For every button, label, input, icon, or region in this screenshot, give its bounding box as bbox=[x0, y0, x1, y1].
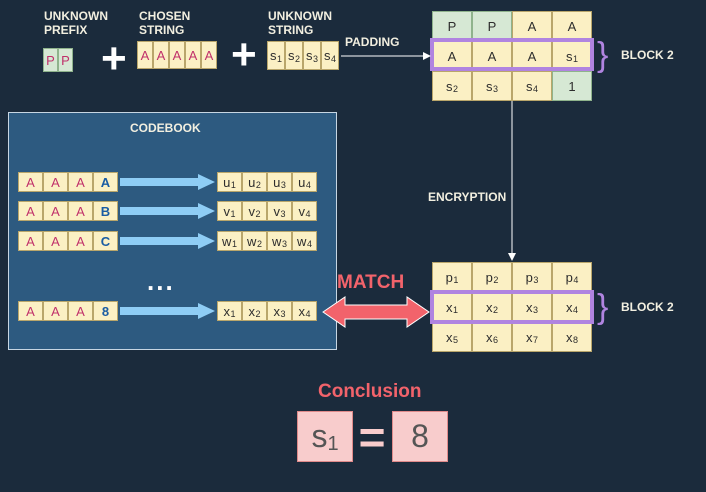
chosen-cell: A bbox=[201, 41, 217, 69]
codebook-arrow bbox=[120, 174, 215, 190]
codebook-input-cell: A bbox=[18, 301, 43, 321]
match-label: MATCH bbox=[337, 272, 405, 293]
chosen-string-header-line2: STRING bbox=[139, 23, 185, 37]
conclusion-right-value: 8 bbox=[411, 418, 429, 454]
plaintext-cell: A bbox=[432, 41, 472, 71]
conclusion-left-base: s bbox=[311, 418, 328, 454]
codebook-arrow bbox=[120, 233, 215, 249]
unknown-string-header: UNKNOWN STRING bbox=[268, 9, 332, 37]
block2-label-bottom: BLOCK 2 bbox=[621, 300, 674, 314]
conclusion-label: Conclusion bbox=[318, 381, 422, 402]
codebook-input-cell: A bbox=[18, 201, 43, 221]
codebook-arrow bbox=[120, 203, 215, 219]
codebook-input-cell: A bbox=[43, 172, 68, 192]
codebook-input-cell: A bbox=[18, 172, 43, 192]
codebook-input-cell: A bbox=[68, 201, 93, 221]
plaintext-cell: A bbox=[552, 11, 592, 41]
prefix-cell: P bbox=[43, 48, 58, 72]
codebook-input-cell: C bbox=[93, 231, 118, 251]
codebook-input-cell: B bbox=[93, 201, 118, 221]
codebook-input-cell: 8 bbox=[93, 301, 118, 321]
codebook-ellipsis: ... bbox=[147, 266, 175, 296]
block2-highlight-top bbox=[430, 38, 594, 71]
unknown-prefix-header-line1: UNKNOWN bbox=[44, 9, 108, 23]
codebook-input-cell: A bbox=[68, 231, 93, 251]
chosen-cell: A bbox=[169, 41, 185, 69]
codebook-input-cell: A bbox=[43, 201, 68, 221]
conclusion-right-box: 8 bbox=[392, 411, 448, 462]
codebook-title: CODEBOOK bbox=[130, 121, 201, 135]
chosen-string-header: CHOSEN STRING bbox=[139, 9, 190, 37]
chosen-cell: A bbox=[137, 41, 153, 69]
brace-bottom: } bbox=[597, 288, 609, 326]
prefix-cell: P bbox=[58, 48, 73, 72]
unknown-prefix-header-line2: PREFIX bbox=[44, 23, 88, 37]
codebook-input-cell: A bbox=[93, 172, 118, 192]
codebook-input-cell: A bbox=[68, 301, 93, 321]
conclusion-left-sub: 1 bbox=[327, 433, 339, 455]
codebook-input-cell: A bbox=[18, 231, 43, 251]
block2-label-top: BLOCK 2 bbox=[621, 48, 674, 62]
codebook-arrow bbox=[120, 303, 215, 319]
codebook-input-cell: A bbox=[68, 172, 93, 192]
plus-sign-1: + bbox=[101, 34, 127, 83]
codebook-arrows bbox=[120, 174, 215, 319]
encryption-label: ENCRYPTION bbox=[428, 190, 507, 204]
brace-top: } bbox=[597, 36, 609, 74]
unknown-string-header-line1: UNKNOWN bbox=[268, 9, 332, 23]
unknown-string-header-line2: STRING bbox=[268, 23, 314, 37]
codebook-input-cell: A bbox=[43, 231, 68, 251]
conclusion-equals: = bbox=[358, 410, 386, 463]
chosen-cell: A bbox=[185, 41, 201, 69]
chosen-cell: A bbox=[153, 41, 169, 69]
plus-sign-2: + bbox=[231, 30, 257, 79]
unknown-prefix-header: UNKNOWN PREFIX bbox=[44, 9, 108, 37]
chosen-string-header-line1: CHOSEN bbox=[139, 9, 191, 23]
codebook-input-cell: A bbox=[43, 301, 68, 321]
padding-label: PADDING bbox=[345, 35, 400, 49]
match-arrow bbox=[322, 296, 430, 328]
block2-highlight-bottom bbox=[430, 290, 594, 324]
plaintext-cell: 1 bbox=[552, 71, 592, 101]
